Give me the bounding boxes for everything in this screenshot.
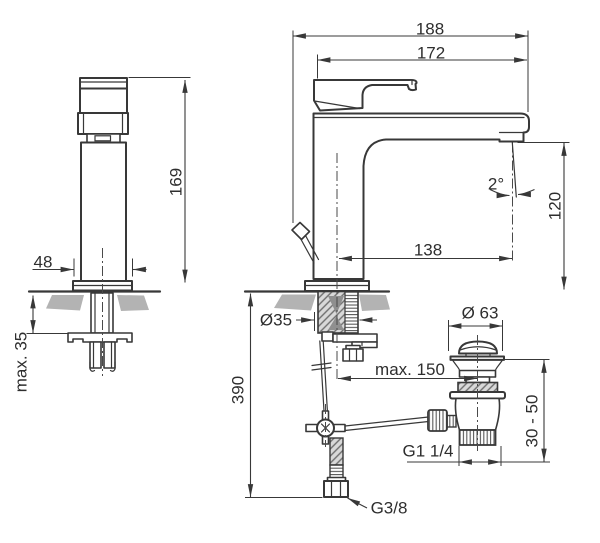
hose-nut: [323, 480, 349, 498]
body-front: [80, 141, 127, 282]
countertop-patch: [46, 295, 84, 311]
dimension-48: 48: [32, 253, 147, 277]
faucet-side-view: [291, 78, 530, 498]
clamp-fork-front: [89, 341, 116, 372]
countertop-patch: [274, 294, 316, 311]
dim-label-30-50: 30 - 50: [523, 395, 542, 448]
body-spout-side: [312, 112, 530, 280]
dimension-2-degrees: 2°: [488, 175, 535, 199]
dim-label-diameter-63: Ø 63: [462, 304, 499, 323]
popup-lift-rod: [311, 340, 332, 412]
mounting-washer-front: [67, 332, 133, 343]
knurled-rod-knob: [427, 409, 457, 432]
break-mark: [311, 366, 332, 371]
dimension-138: 138: [338, 241, 513, 262]
countertop-patch: [359, 294, 390, 311]
dim-label-diameter-35: Ø35: [260, 311, 292, 330]
handle-front: [79, 87, 128, 114]
supply-connector-nut: [342, 344, 364, 362]
threaded-shank-side: [317, 290, 359, 334]
dim-label-120: 120: [546, 192, 565, 220]
dim-label-g3-8: G3/8: [371, 499, 408, 518]
dimension-diameter-63: Ø 63: [448, 304, 503, 351]
dimension-120: 120: [517, 142, 570, 290]
break-mark: [311, 362, 332, 367]
dimensions: 188 172 169 48 max. 35 2°: [12, 20, 570, 518]
dimension-169: 169: [128, 77, 191, 283]
dimension-172: 172: [317, 44, 528, 79]
dim-label-138: 138: [414, 241, 442, 260]
dim-label-390: 390: [229, 376, 248, 404]
dimension-g1-1-4: G1 1/4: [402, 442, 550, 466]
dim-label-2-degrees: 2°: [488, 175, 504, 194]
dim-label-48: 48: [34, 253, 53, 272]
dim-label-188: 188: [416, 20, 444, 39]
popup-rod-knob: [291, 221, 320, 264]
dimension-max-150: max. 150: [337, 360, 478, 382]
lever-handle-side: [313, 78, 418, 112]
dimension-max-35: max. 35: [12, 295, 69, 392]
dim-label-172: 172: [417, 44, 445, 63]
dim-label-169: 169: [167, 168, 186, 196]
dim-label-g1-1-4: G1 1/4: [402, 442, 453, 461]
actuating-rod: [344, 416, 430, 432]
dim-label-max-35: max. 35: [12, 332, 31, 392]
dimension-30-50: 30 - 50: [504, 359, 550, 462]
dimension-diameter-35: Ø35: [260, 311, 377, 331]
aerator-front: [94, 135, 112, 142]
dim-label-max-150: max. 150: [375, 360, 445, 379]
dimension-g3-8: G3/8: [347, 497, 408, 518]
cartridge-collar-front: [77, 112, 129, 135]
dimension-390: 390: [229, 293, 323, 498]
centerlines: [102, 142, 513, 451]
jet-angle-line: [511, 141, 517, 198]
countertop-patch: [117, 295, 149, 311]
dimension-188: 188: [292, 20, 529, 223]
handle-cap-front: [79, 77, 128, 90]
supply-hose: [323, 437, 349, 498]
